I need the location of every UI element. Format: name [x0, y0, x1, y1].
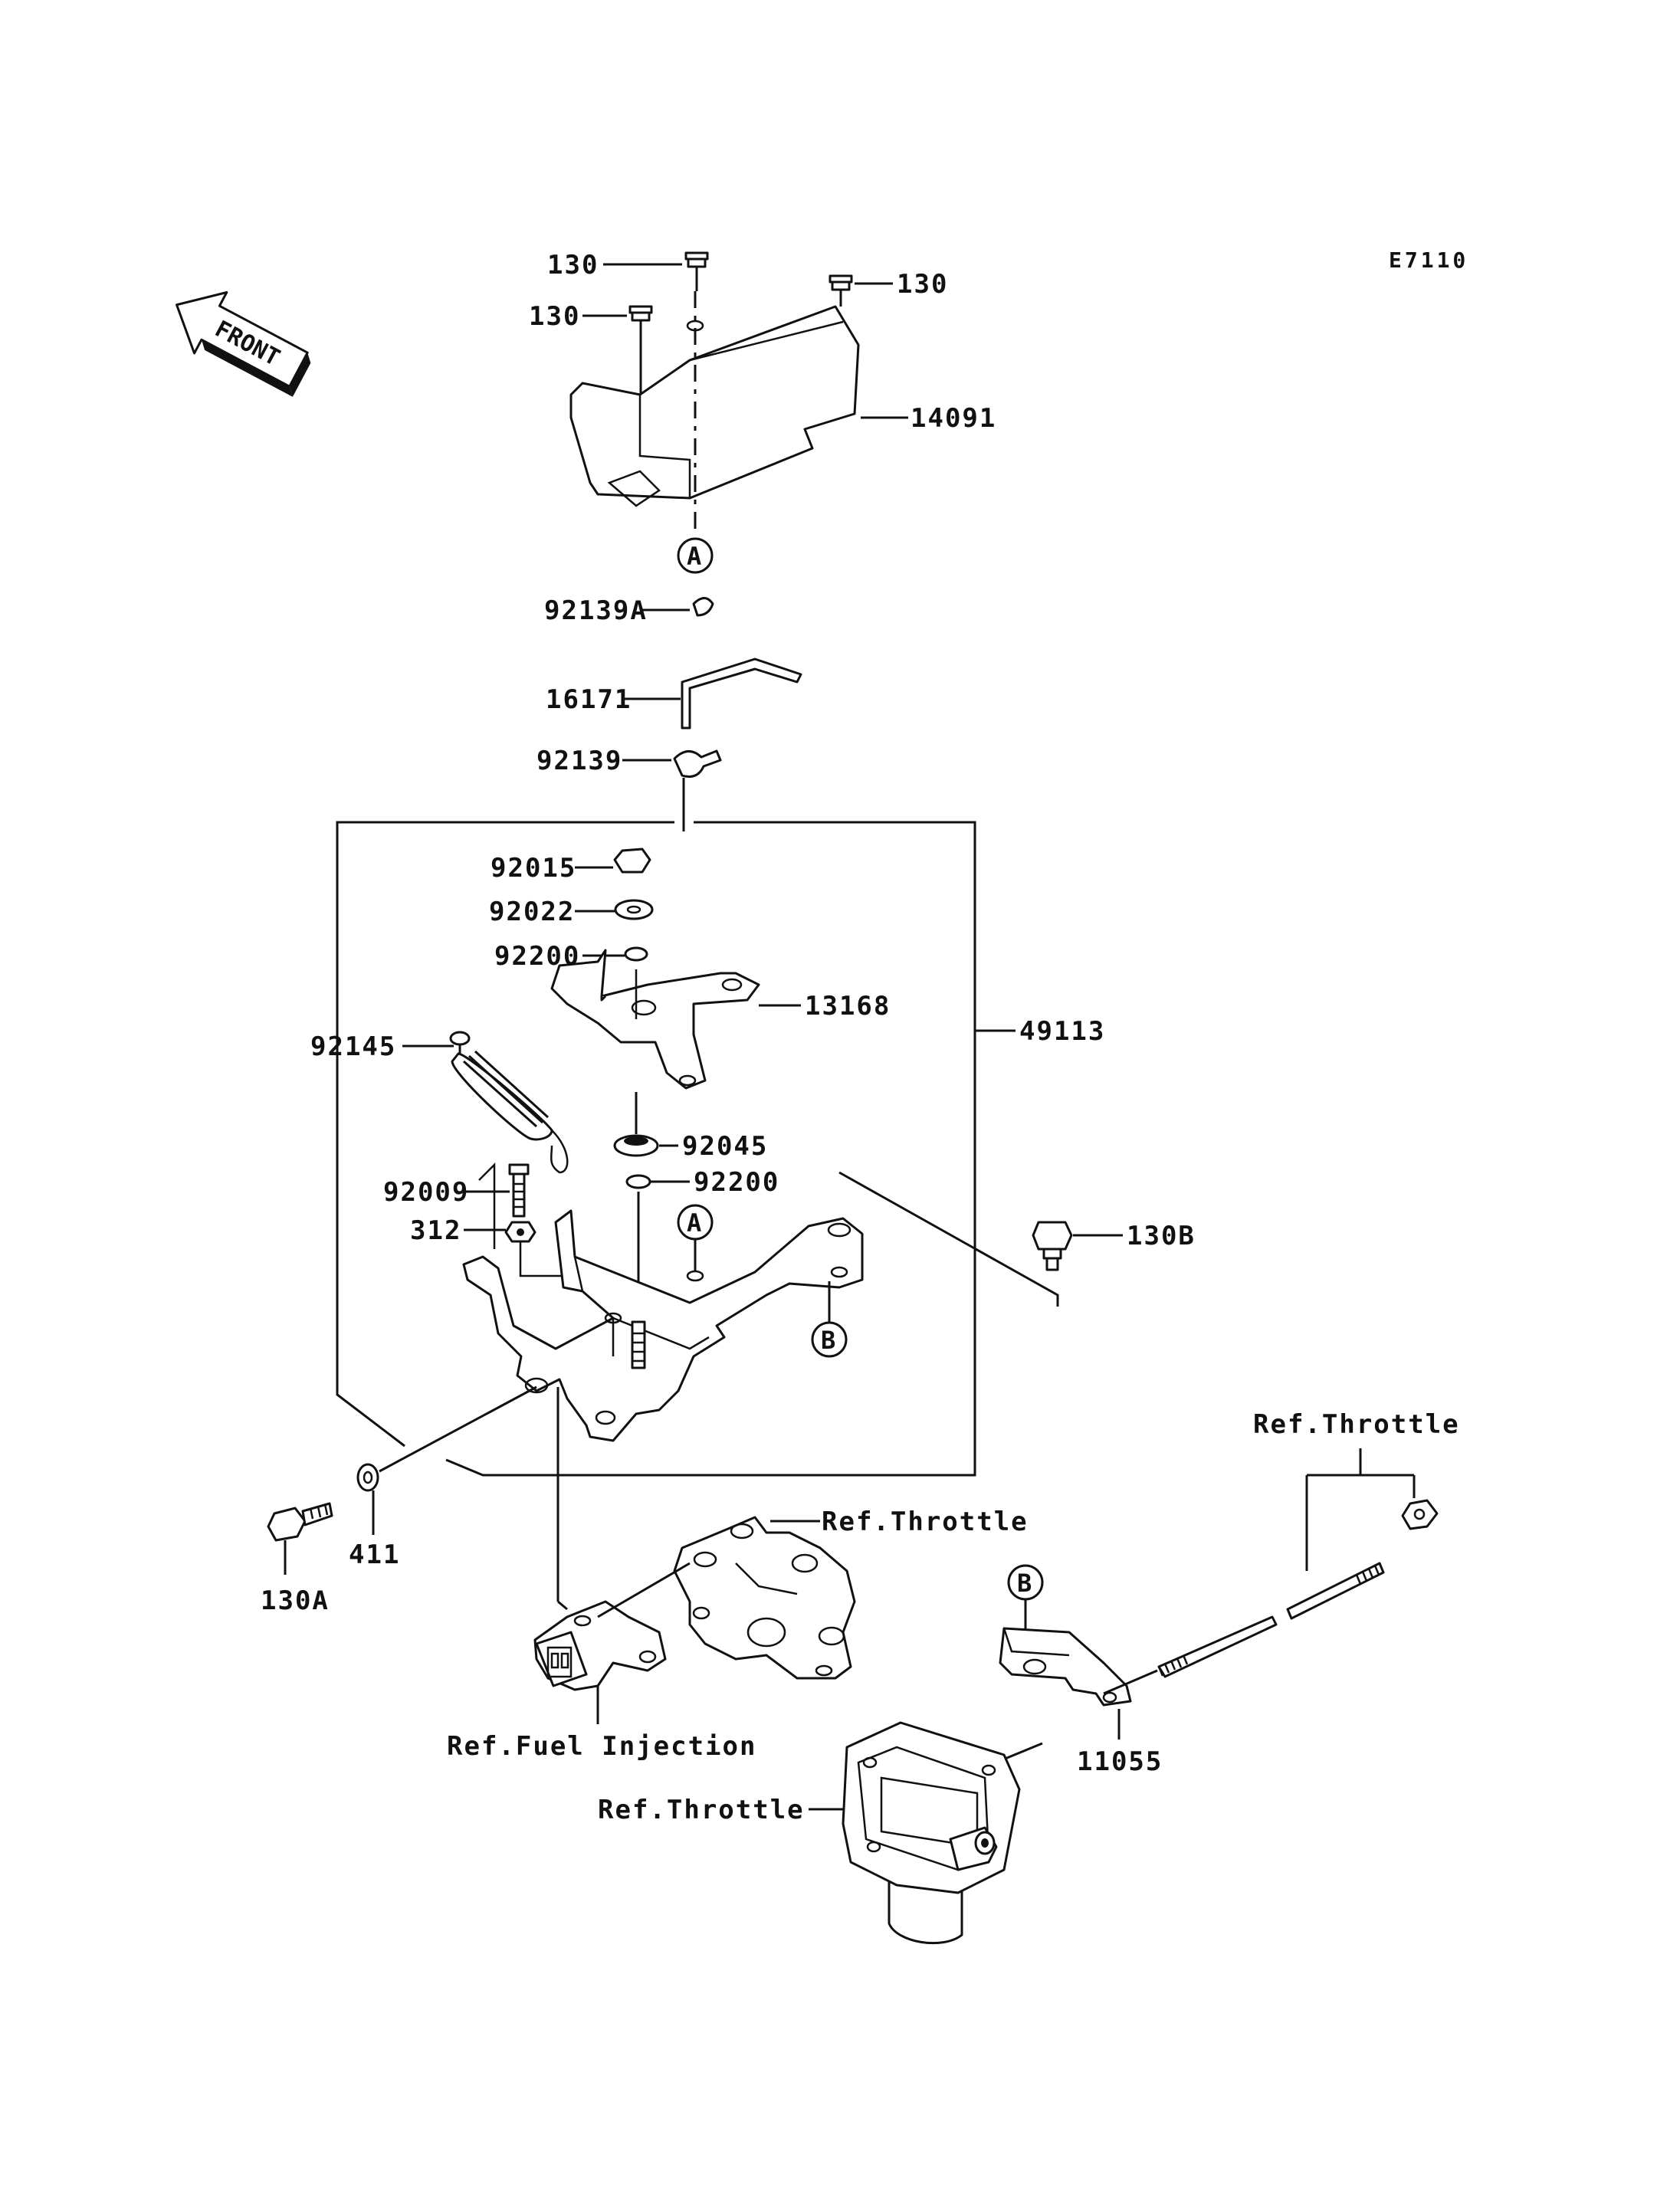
throttle-body-lower — [809, 1721, 1021, 1945]
label-92200-lower: 92200 — [694, 1167, 779, 1198]
label-16171: 16171 — [546, 684, 632, 715]
label-130-top: 130 — [547, 250, 599, 280]
label-92139: 92139 — [536, 746, 622, 776]
label-92145: 92145 — [310, 1031, 396, 1062]
label-14091: 14091 — [911, 403, 996, 434]
svg-text:A: A — [687, 542, 701, 571]
ref-throttle-right: Ref.Throttle — [1253, 1409, 1460, 1440]
label-11055: 11055 — [1077, 1746, 1163, 1777]
rod-16171 — [681, 657, 802, 730]
screw-92009 — [464, 1163, 530, 1218]
ref-throttle-right-leader — [1305, 1448, 1416, 1571]
label-130A: 130A — [261, 1585, 330, 1616]
nut-312 — [464, 1221, 607, 1277]
bracket-11055 — [999, 1627, 1132, 1740]
bolt-130-top — [603, 251, 709, 291]
label-130B: 130B — [1127, 1221, 1196, 1251]
cover-14091 — [569, 291, 860, 536]
diagram-code: E7110 — [1389, 248, 1468, 273]
label-92015: 92015 — [491, 853, 576, 884]
callout-b-right: B — [1007, 1564, 1044, 1651]
svg-text:B: B — [1017, 1569, 1032, 1598]
label-92022: 92022 — [489, 897, 575, 927]
washer-411 — [356, 1385, 537, 1535]
svg-text:A: A — [687, 1208, 701, 1238]
nut-92015 — [575, 848, 651, 874]
ref-throttle-lower: Ref.Throttle — [598, 1795, 805, 1825]
label-92139A: 92139A — [544, 595, 648, 626]
spring-92145 — [402, 1031, 569, 1174]
ref-throttle-upper: Ref.Throttle — [822, 1507, 1029, 1537]
svg-text:B: B — [821, 1326, 835, 1355]
lever-13168 — [550, 949, 801, 1090]
label-49113: 49113 — [1019, 1016, 1105, 1047]
clamp-92139 — [622, 749, 722, 831]
label-13168: 13168 — [805, 991, 891, 1021]
spring-hook-line — [478, 1162, 496, 1249]
label-130-right: 130 — [897, 269, 948, 300]
callout-b-mid: B — [811, 1281, 848, 1358]
callout-a-mid: A — [677, 1204, 714, 1272]
label-312: 312 — [410, 1215, 461, 1246]
label-92009: 92009 — [383, 1177, 469, 1208]
label-92045: 92045 — [682, 1131, 768, 1162]
front-arrow-icon: FRONT — [176, 290, 311, 397]
bracket-plate — [462, 1209, 864, 1442]
throttle-rod — [976, 1499, 1439, 1772]
bolt-130A — [267, 1502, 333, 1575]
sensor-fuel-injection — [533, 1387, 691, 1724]
assembly-49113-outline — [336, 821, 976, 1477]
bolt-130B — [838, 1171, 1123, 1307]
washer-92200-upper — [582, 946, 648, 962]
clamp-92139A — [642, 597, 714, 617]
throttle-body-upper — [673, 1516, 856, 1680]
label-130-left: 130 — [529, 301, 580, 332]
callout-a-top: A — [677, 537, 714, 574]
bolt-130-left — [582, 305, 653, 460]
bushing-92045 — [613, 1092, 678, 1157]
washer-92022 — [575, 899, 654, 920]
label-411: 411 — [349, 1540, 400, 1570]
ref-fuel-injection: Ref.Fuel Injection — [447, 1731, 756, 1762]
bolt-130-right — [829, 274, 893, 307]
